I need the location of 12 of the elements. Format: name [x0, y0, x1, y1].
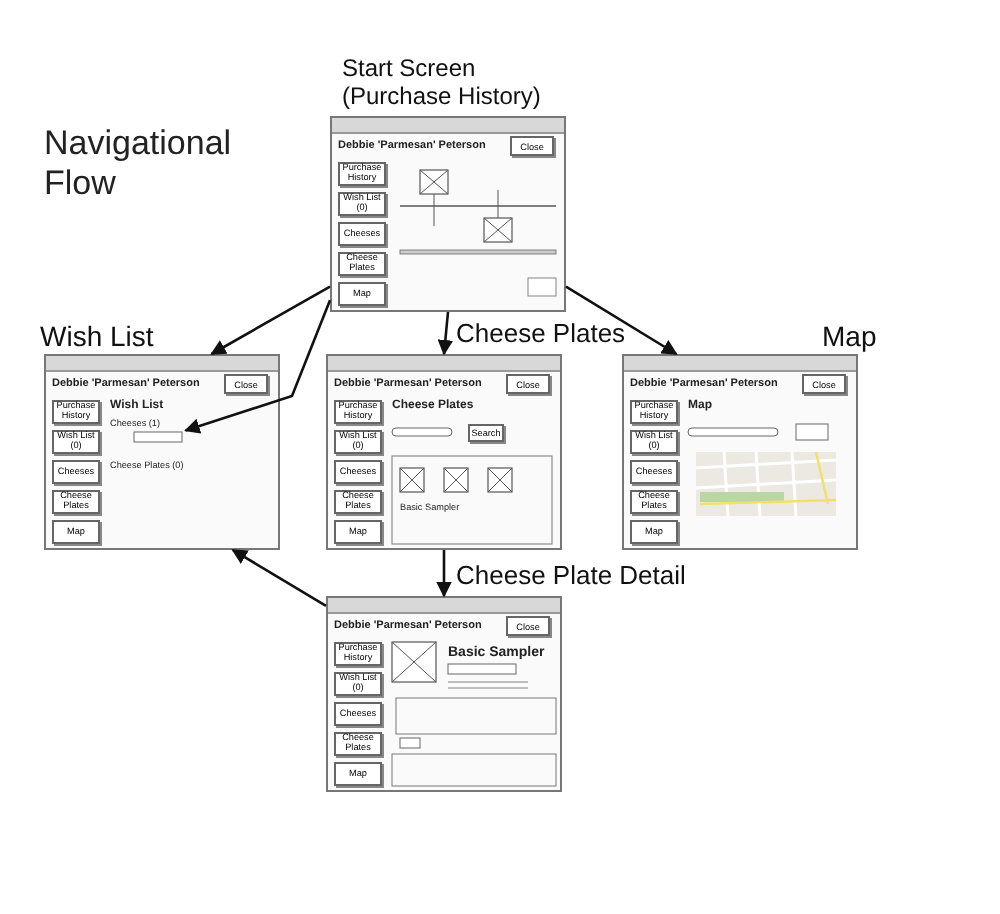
screen-heading: Map: [822, 320, 877, 353]
arrow: [184, 299, 332, 434]
screen-heading: Wish List: [40, 320, 154, 353]
arrow: [210, 285, 331, 356]
arrow: [565, 285, 678, 356]
screen-heading: Start Screen (Purchase History): [342, 56, 543, 112]
arrow: [437, 311, 454, 356]
arrow: [436, 550, 452, 598]
screen-heading: Cheese Plate Detail: [456, 562, 686, 592]
arrow: [231, 548, 327, 607]
screen-heading: Cheese Plates: [456, 320, 626, 350]
diagram-title: Navigational Flow: [44, 124, 234, 204]
